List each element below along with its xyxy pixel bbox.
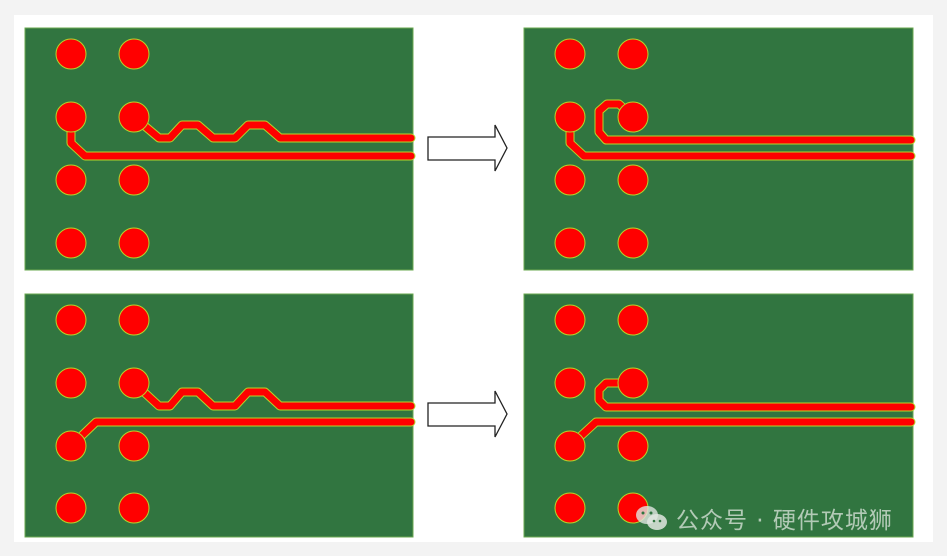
panel-bottom-left-before [24, 293, 416, 538]
trace-serpentine [129, 112, 416, 143]
panel-top-left-before [24, 27, 416, 271]
right-arrow-icon [427, 124, 508, 172]
wechat-icon [636, 506, 667, 530]
pad-grid [55, 304, 150, 524]
panel-top-right-after [523, 27, 916, 271]
watermark: 公众号 · 硬件攻城狮 [634, 500, 913, 536]
panel-bottom-right-after [523, 293, 916, 538]
pad-grid [554, 304, 649, 524]
trace-loop [594, 99, 916, 145]
pad-grid [554, 38, 649, 259]
right-arrow-icon [427, 390, 508, 438]
trace-serpentine [129, 378, 416, 411]
watermark-text: 公众号 · 硬件攻城狮 [676, 508, 893, 534]
trace-loop [594, 378, 916, 412]
pad-grid [55, 38, 150, 259]
